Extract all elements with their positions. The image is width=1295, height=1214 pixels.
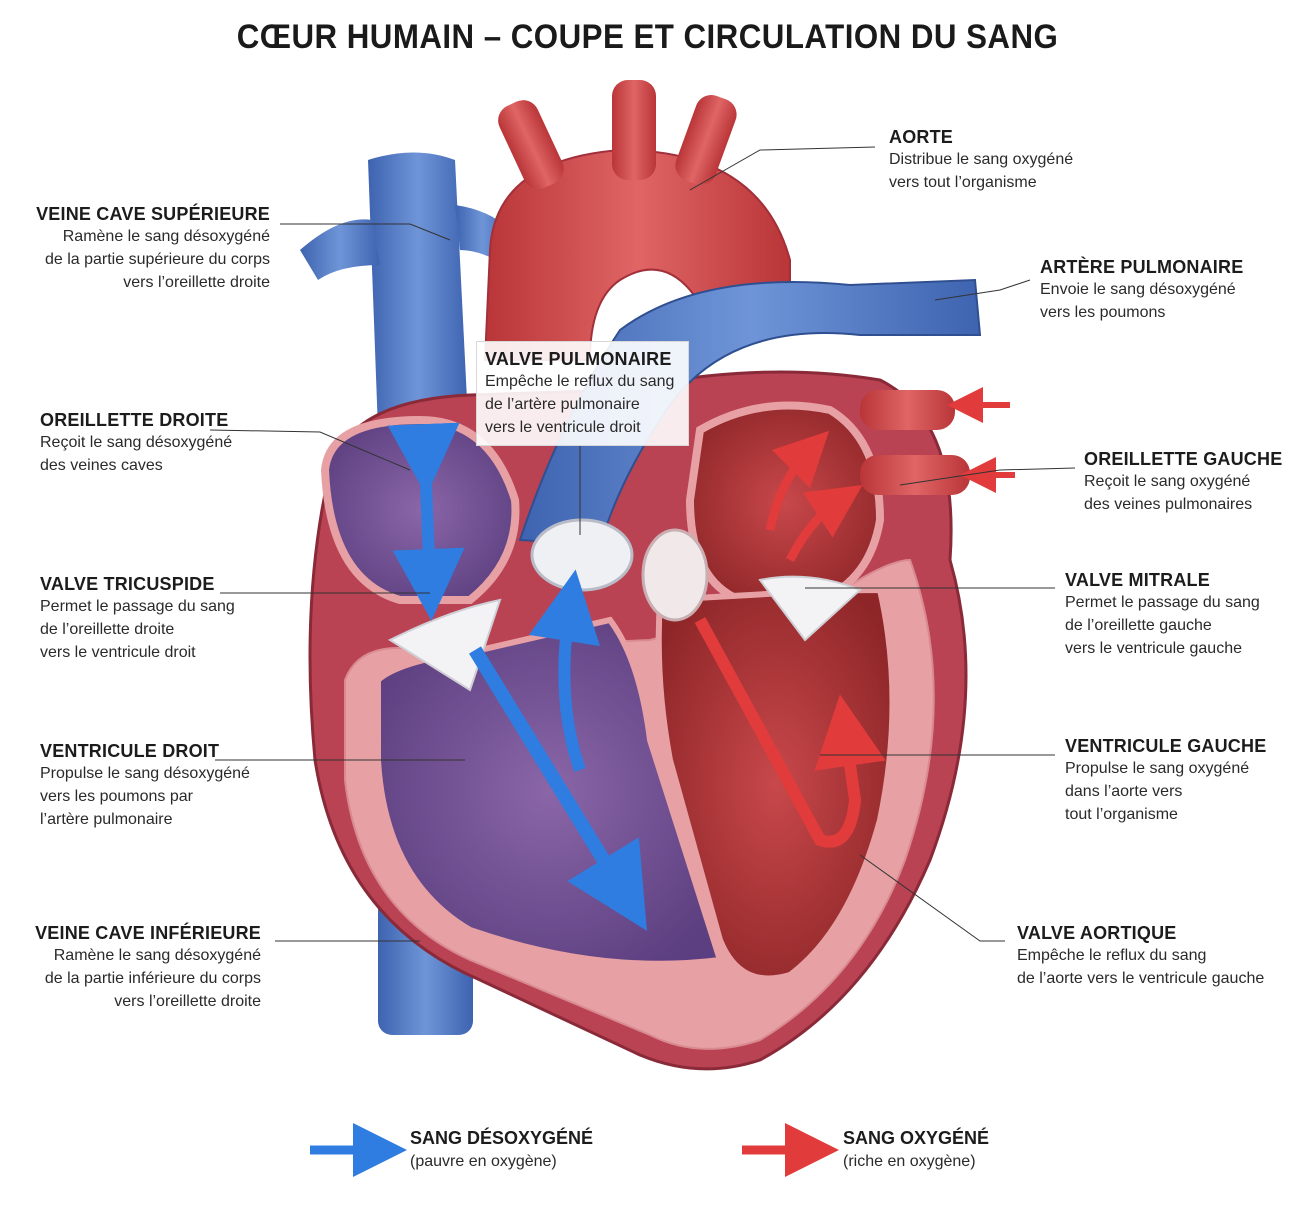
legend-title: SANG OXYGÉNÉ [843, 1128, 990, 1148]
label-desc: Propulse le sang oxygéné dans l’aorte ve… [1065, 760, 1250, 823]
label-desc: Reçoit le sang oxygéné des veines pulmon… [1084, 473, 1253, 513]
label-title: ARTÈRE PULMONAIRE [1040, 257, 1244, 277]
flow-arrow-rv-up [528, 569, 600, 773]
label-desc: Empêche le reflux du sang de l’aorte ver… [1017, 947, 1265, 987]
label-title: VENTRICULE DROIT [40, 741, 220, 761]
legend-oxygenated: SANG OXYGÉNÉ (riche en oxygène) [843, 1128, 989, 1171]
flow-arrow-lv-loop [694, 617, 886, 848]
left-atrium-chamber [685, 401, 885, 604]
label-veine-cave-superieure: VEINE CAVE SUPÉRIEURE Ramène le sang dés… [30, 203, 270, 294]
label-title: VALVE MITRALE [1065, 570, 1210, 590]
label-ventricule-droit: VENTRICULE DROIT Propulse le sang désoxy… [40, 740, 270, 831]
leader-lines [209, 146, 1076, 942]
label-title: OREILLETTE GAUCHE [1084, 449, 1283, 469]
label-title: OREILLETTE DROITE [40, 410, 229, 430]
legend-title: SANG DÉSOXYGÉNÉ [410, 1128, 594, 1148]
label-desc: Ramène le sang désoxygéné de la partie i… [44, 947, 261, 1010]
pulmonary-vein-upper [860, 390, 955, 430]
label-title: VALVE AORTIQUE [1017, 923, 1177, 943]
mitral-valve-shape [758, 575, 862, 642]
label-title: VALVE TRICUSPIDE [40, 574, 215, 594]
flow-arrow-la-2 [785, 485, 863, 563]
label-desc: Permet le passage du sang de l’oreillett… [40, 598, 235, 661]
left-ventricle-chamber [655, 586, 896, 982]
label-title: AORTE [889, 127, 953, 147]
pulmonary-valve-shape [530, 518, 634, 592]
label-valve-tricuspide: VALVE TRICUSPIDE Permet le passage du sa… [40, 573, 270, 664]
label-title: VEINE CAVE SUPÉRIEURE [36, 204, 270, 224]
label-desc: Propulse le sang désoxygéné vers les pou… [40, 765, 250, 828]
label-desc: Ramène le sang désoxygéné de la partie s… [44, 228, 270, 291]
label-valve-aortique: VALVE AORTIQUE Empêche le reflux du sang… [1017, 922, 1282, 990]
label-ventricule-gauche: VENTRICULE GAUCHE Propulse le sang oxygé… [1065, 735, 1285, 826]
label-desc: Distribue le sang oxygéné vers tout l’or… [889, 151, 1074, 191]
label-oreillette-droite: OREILLETTE DROITE Reçoit le sang désoxyg… [40, 409, 270, 477]
label-veine-cave-inferieure: VEINE CAVE INFÉRIEURE Ramène le sang dés… [20, 922, 261, 1013]
label-valve-mitrale: VALVE MITRALE Permet le passage du sang … [1065, 569, 1285, 660]
label-desc: Permet le passage du sang de l’oreillett… [1065, 594, 1260, 657]
flow-arrow-la [765, 430, 830, 531]
label-artere-pulmonaire: ARTÈRE PULMONAIRE Envoie le sang désoxyg… [1040, 256, 1260, 324]
legend-desc: (riche en oxygène) [843, 1153, 976, 1170]
label-title: VENTRICULE GAUCHE [1065, 736, 1267, 756]
label-title: VEINE CAVE INFÉRIEURE [35, 923, 261, 943]
legend-deoxygenated: SANG DÉSOXYGÉNÉ (pauvre en oxygène) [410, 1128, 593, 1171]
label-desc: Empêche le reflux du sang de l’artère pu… [485, 373, 675, 436]
flow-arrow-rv-down [469, 646, 647, 931]
label-desc: Envoie le sang désoxygéné vers les poumo… [1040, 281, 1236, 321]
aortic-valve-shape [641, 528, 709, 622]
right-atrium-chamber [320, 415, 520, 604]
vena-cava-branch [300, 219, 380, 280]
superior-vena-cava [368, 152, 468, 430]
label-valve-pulmonaire: VALVE PULMONAIRE Empêche le reflux du sa… [476, 341, 689, 446]
label-oreillette-gauche: OREILLETTE GAUCHE Reçoit le sang oxygéné… [1084, 448, 1284, 516]
aorta-branch-3 [675, 95, 737, 185]
aorta-branch-2 [612, 80, 656, 180]
legend-desc: (pauvre en oxygène) [410, 1153, 557, 1170]
label-aorte: AORTE Distribue le sang oxygéné vers tou… [889, 126, 1119, 194]
label-desc: Reçoit le sang désoxygéné des veines cav… [40, 434, 233, 474]
page-title: CŒUR HUMAIN – COUPE ET CIRCULATION DU SA… [236, 18, 1059, 56]
label-title: VALVE PULMONAIRE [485, 349, 672, 369]
pulmonary-vein-lower [860, 455, 970, 495]
aorta-branch-1 [498, 100, 564, 189]
flow-arrow-ra [387, 422, 465, 621]
